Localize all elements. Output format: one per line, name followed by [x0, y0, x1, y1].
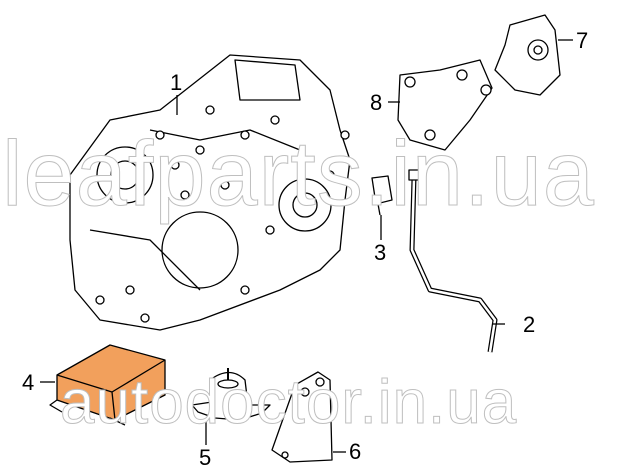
- callout-8: 8: [370, 90, 383, 115]
- watermark-autodoctor: autodoctor.in.ua: [59, 368, 518, 437]
- part-6-bracket: [271, 371, 333, 463]
- callout-3: 3: [374, 240, 387, 265]
- callout-4: 4: [22, 370, 35, 395]
- part-3-sensor: [371, 175, 393, 205]
- watermark-leafparts: leafparts.in.ua: [2, 123, 595, 225]
- part-1-transmission-housing: [69, 54, 351, 331]
- callout-1: 1: [170, 70, 183, 95]
- part-7-mount: [494, 14, 561, 96]
- callout-5: 5: [199, 445, 212, 470]
- callout-7: 7: [576, 28, 589, 53]
- callout-6: 6: [349, 439, 362, 464]
- callout-2: 2: [523, 312, 536, 337]
- part-8-bracket: [397, 59, 493, 151]
- part-5-engine-mount: [191, 371, 271, 421]
